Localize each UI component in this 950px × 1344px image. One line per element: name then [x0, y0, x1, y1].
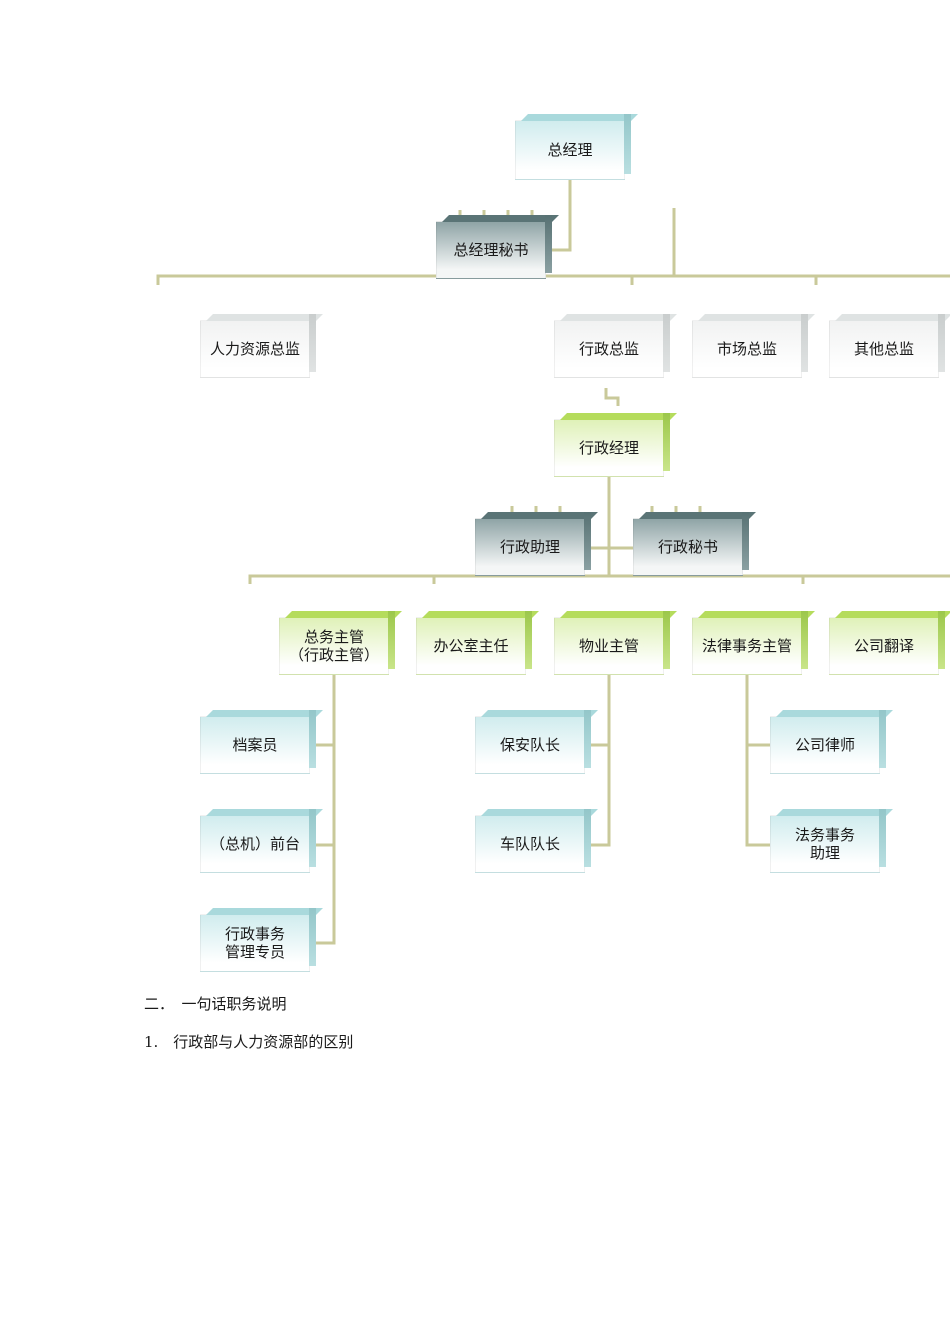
org-node-label: 市场总监: [716, 340, 777, 358]
connector-line: [604, 388, 620, 406]
list-item-1: 1. 行政部与人力资源部的区别: [144, 1033, 354, 1051]
org-node-legal: 法律事务主管: [692, 611, 808, 675]
org-node-label: 公司翻译: [853, 637, 914, 655]
org-node-admin-sec: 行政秘书: [633, 512, 749, 576]
connector-line: [546, 180, 572, 252]
org-node-other-dir: 其他总监: [829, 314, 945, 378]
org-node-label: 行政助理: [499, 538, 560, 556]
org-node-label: （总机）前台: [209, 835, 300, 853]
org-node-admin-mgr: 行政经理: [554, 413, 670, 477]
section-heading: 二． 一句话职务说明: [144, 995, 287, 1013]
connector-line: [310, 675, 336, 945]
connector-line: [156, 274, 950, 285]
org-node-reception: （总机）前台: [200, 809, 316, 873]
org-node-mkt-dir: 市场总监: [692, 314, 808, 378]
connector-line: [248, 574, 950, 584]
org-node-gm: 总经理: [515, 114, 631, 180]
org-node-property: 物业主管: [554, 611, 670, 675]
org-node-label: 行政经理: [578, 439, 639, 457]
org-node-gm-sec: 总经理秘书: [436, 215, 552, 279]
org-node-hr-dir: 人力资源总监: [200, 314, 316, 378]
org-node-translator: 公司翻译: [829, 611, 945, 675]
org-node-label: 行政事务 管理专员: [224, 925, 285, 961]
org-node-label: 法律事务主管: [701, 637, 792, 655]
org-node-label: 其他总监: [853, 340, 914, 358]
org-node-security: 保安队长: [475, 710, 591, 774]
org-node-archivist: 档案员: [200, 710, 316, 774]
org-node-label: 总务主管 （行政主管）: [288, 628, 379, 664]
org-node-fleet: 车队队长: [475, 809, 591, 873]
org-node-admin-dir: 行政总监: [554, 314, 670, 378]
org-node-label: 总经理秘书: [453, 241, 529, 259]
org-node-label: 行政秘书: [657, 538, 718, 556]
org-node-label: 法务事务 助理: [794, 826, 855, 862]
org-node-label: 人力资源总监: [209, 340, 300, 358]
org-node-label: 物业主管: [578, 637, 639, 655]
org-node-label: 保安队长: [499, 736, 560, 754]
org-node-label: 总经理: [547, 141, 593, 159]
org-node-office-dir: 办公室主任: [416, 611, 532, 675]
org-node-gen-affairs: 总务主管 （行政主管）: [279, 611, 395, 675]
connector-line: [585, 675, 611, 847]
connector-line: [745, 675, 770, 847]
org-node-admin-asst: 行政助理: [475, 512, 591, 576]
org-node-label: 车队队长: [499, 835, 560, 853]
org-node-label: 档案员: [232, 736, 278, 754]
org-node-lawyer: 公司律师: [770, 710, 886, 774]
org-node-label: 公司律师: [794, 736, 855, 754]
org-node-admin-spec: 行政事务 管理专员: [200, 908, 316, 972]
org-node-legal-asst: 法务事务 助理: [770, 809, 886, 873]
org-node-label: 行政总监: [578, 340, 639, 358]
org-node-label: 办公室主任: [433, 637, 509, 655]
